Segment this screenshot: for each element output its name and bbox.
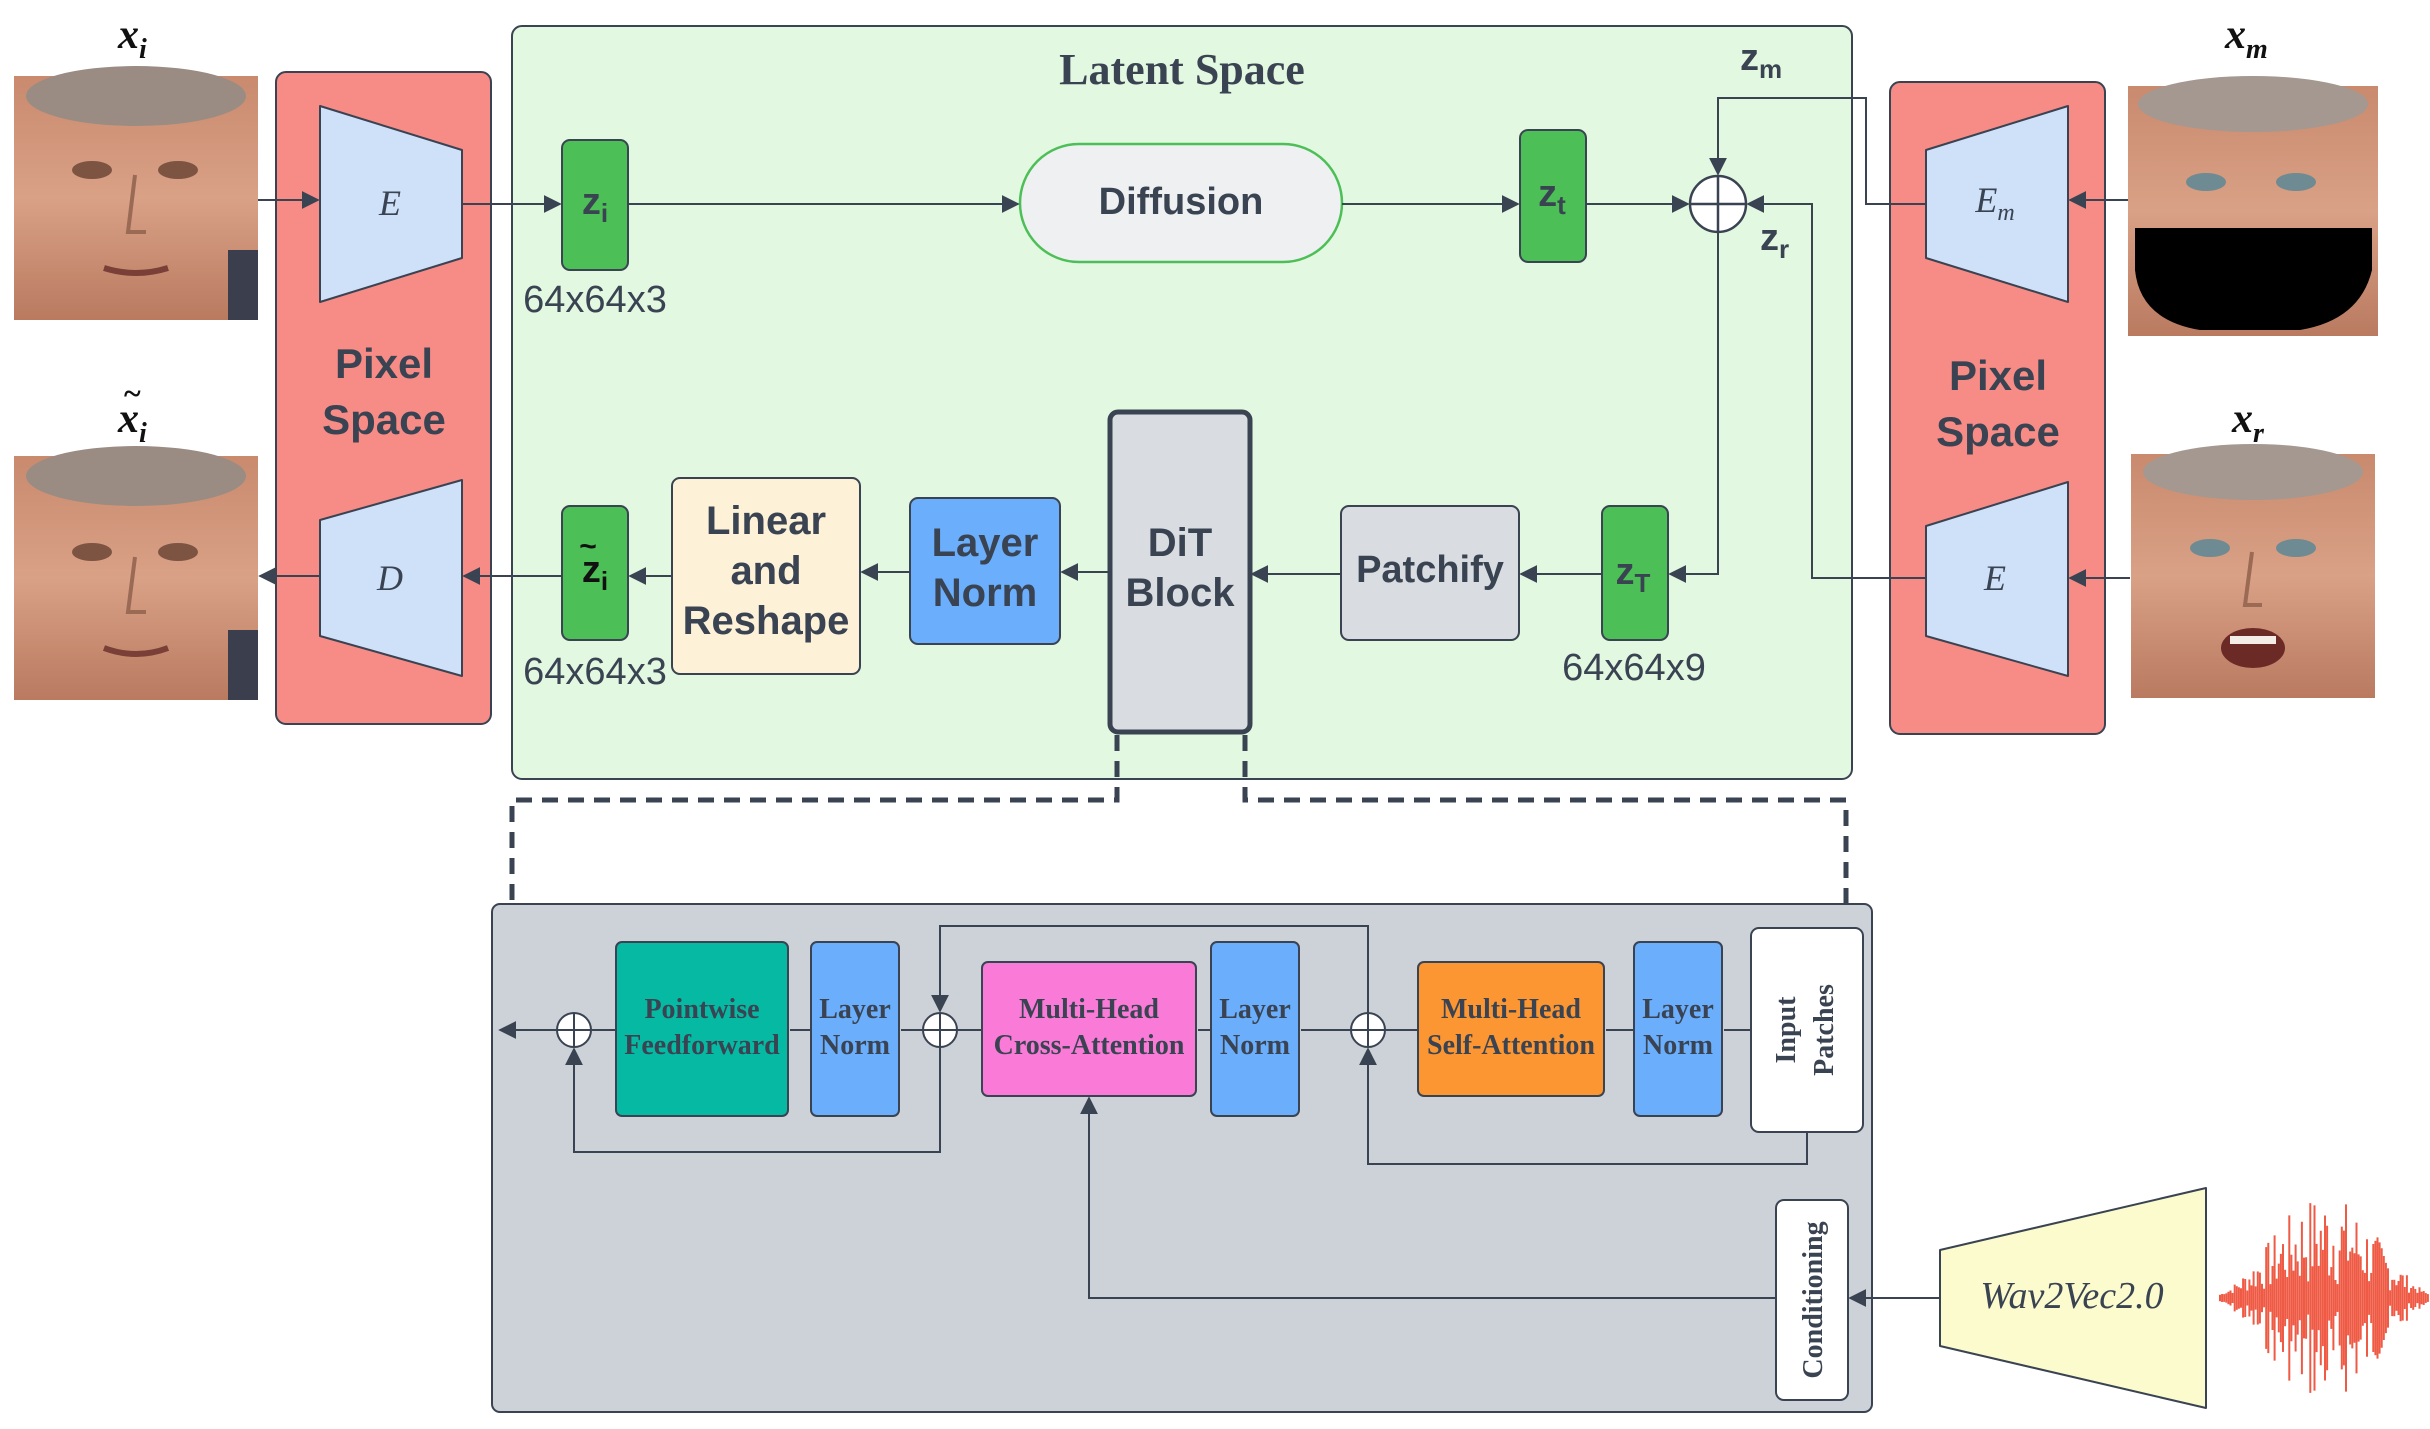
pixel-space-left-label-line1: Pixel [335,340,433,387]
pointwise-feedforward-block [615,941,789,1117]
label-xr: xr [2231,396,2265,449]
input-patches-line1: Input [1771,996,1802,1064]
cross-attention-line2: Cross-Attention [994,1030,1185,1061]
label-xm: xm [2224,12,2268,65]
cross-attention-line1: Multi-Head [1019,994,1159,1025]
zoom-dashed-connectors [509,735,1849,906]
latent-space-title: Latent Space [1059,45,1305,94]
bottom-flow-arrows [498,925,1940,1307]
pixel-space-left-label-line2: Space [322,396,446,443]
linear-reshape-line1: Linear [706,499,826,543]
layer-norm-bottom-3 [1633,941,1723,1117]
dim-zi-tilde: 64x64x3 [523,651,667,693]
linear-reshape-line3: Reshape [683,599,850,643]
layer-norm-bottom-1-line1: Layer [819,994,891,1025]
layer-norm-bottom-1-line2: Norm [820,1030,890,1061]
self-attention-line2: Self-Attention [1427,1030,1595,1061]
decoder-d-left [319,479,463,677]
layer-norm-bottom-2 [1210,941,1300,1117]
linear-reshape-line2: and [730,549,801,593]
latent-zi-tilde-accent: ~ [579,530,597,563]
encoder-em-right [1925,105,2069,303]
layer-norm-bottom-2-line1: Layer [1219,994,1291,1025]
pixel-space-right-label-line1: Pixel [1949,352,2047,399]
encoder-e-right-label: E [1983,558,2006,598]
decoder-d-left-label: D [376,558,403,598]
concat-circle-top [1688,174,1748,234]
dim-zi: 64x64x3 [523,279,667,321]
label-zm: zm [1740,37,1782,84]
dim-zT: 64x64x9 [1562,647,1706,689]
pointwise-feedforward-line1: Pointwise [644,994,759,1025]
label-xi: xi [117,12,147,65]
face-image-xr [2131,444,2375,698]
latent-zi-tilde-box [561,505,629,641]
self-attention-block [1417,961,1605,1097]
label-xi-tilde-accent: ~ [124,375,141,411]
cross-attention-block [981,961,1197,1097]
input-patches-line2: Patches [1809,984,1840,1076]
self-attention-line1: Multi-Head [1441,994,1581,1025]
input-patches-block [1750,927,1864,1133]
top-flow-arrows [258,97,2130,587]
face-image-xi-tilde [14,446,258,700]
wav2vec-label: Wav2Vec2.0 [1980,1275,2163,1317]
encoder-e-left [319,105,463,303]
encoder-e-left-label: E [378,183,401,223]
dit-block-label-line2: Block [1126,571,1236,615]
pixel-space-right-label-line2: Space [1936,408,2060,455]
encoder-e-right [1925,481,2069,677]
add-circle-bottom-3 [1350,1012,1386,1048]
latent-zi-label: zi [582,181,608,228]
patchify-label: Patchify [1356,549,1504,591]
latent-zi-tilde-label: zi [582,549,608,596]
layer-norm-bottom-3-line2: Norm [1643,1030,1713,1061]
latent-zT-label: zT [1616,551,1651,598]
layer-norm-bottom-3-line1: Layer [1642,994,1714,1025]
diffusion-label: Diffusion [1099,181,1264,223]
label-zr: zr [1760,217,1789,264]
wav2vec-encoder [1939,1187,2207,1409]
label-xi-tilde: xi [117,396,147,449]
audio-waveform-icon [2219,1203,2429,1393]
layer-norm-bottom-1 [810,941,900,1117]
face-image-xi [14,66,258,320]
face-image-xm-masked [2128,76,2378,336]
layer-norm-top-line1: Layer [932,521,1039,565]
conditioning-label: Conditioning [1798,1221,1829,1378]
latent-zt-box [1519,129,1587,263]
add-circle-bottom-2 [922,1012,958,1048]
pointwise-feedforward-line2: Feedforward [624,1030,780,1061]
layer-norm-bottom-2-line2: Norm [1220,1030,1290,1061]
conditioning-block [1775,1199,1849,1401]
encoder-em-label: Em [1974,180,2014,226]
add-circle-bottom-1 [556,1012,592,1048]
dit-block-label-line1: DiT [1148,521,1212,565]
layer-norm-top-line2: Norm [933,571,1037,615]
latent-zt-label: zt [1538,173,1566,220]
